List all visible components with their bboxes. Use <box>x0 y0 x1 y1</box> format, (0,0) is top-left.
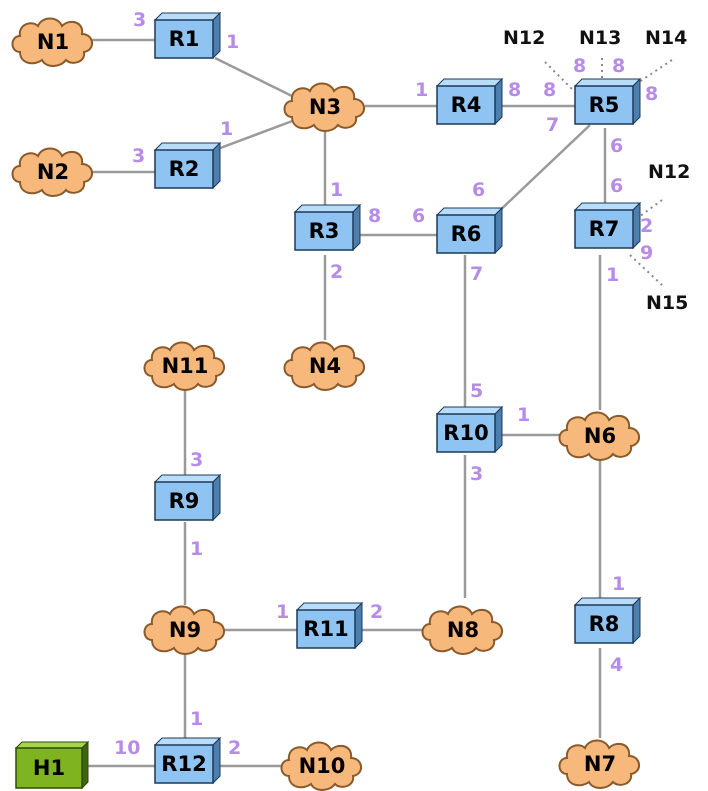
cost-r6-r10: 7 <box>470 263 483 285</box>
cost-r3-r6: 8 <box>368 205 381 227</box>
router-r6-label: R6 <box>451 222 482 246</box>
network-n4-cloud: N4 <box>283 341 366 391</box>
router-r11: R11 <box>295 601 364 650</box>
cost-r1-n3: 1 <box>226 31 239 53</box>
cost-r5-r7: 6 <box>610 135 623 157</box>
cost-r2-n3: 1 <box>220 118 233 140</box>
network-n11-cloud: N11 <box>143 341 226 391</box>
router-r6: R6 <box>435 206 504 255</box>
network-n7-cloud: N7 <box>558 739 641 789</box>
ext-network-n12-right: N12 <box>648 161 690 183</box>
network-n11-label: N11 <box>162 354 209 378</box>
network-n8-cloud: N8 <box>421 605 504 655</box>
router-r12: R12 <box>153 736 222 785</box>
host-h1-label: H1 <box>33 756 65 780</box>
router-r7-label: R7 <box>589 217 620 241</box>
cost-r3-n3: 1 <box>330 179 343 201</box>
external-network-labels: N12 N13 N14 N12 N15 <box>503 27 690 314</box>
ext-network-n13: N13 <box>579 27 621 49</box>
network-n9-cloud: N9 <box>143 605 226 655</box>
router-r2: R2 <box>153 141 222 190</box>
link-r1-n3 <box>214 56 301 102</box>
cost-r5-ext-n12: 8 <box>573 55 586 77</box>
cost-r5-r4: 8 <box>543 79 556 101</box>
router-r2-label: R2 <box>169 157 200 181</box>
cost-r7-n6: 1 <box>606 264 619 286</box>
ext-network-n12-top: N12 <box>503 27 545 49</box>
cost-r4-r5: 8 <box>508 79 521 101</box>
cost-r10-r6: 5 <box>470 380 483 402</box>
cost-r11-n9: 1 <box>276 601 289 623</box>
ext-network-n14: N14 <box>645 27 687 49</box>
network-n10-cloud: N10 <box>280 741 363 791</box>
cost-r6-r3: 6 <box>412 205 425 227</box>
cost-r9-n11: 3 <box>190 449 203 471</box>
cost-r10-n6: 1 <box>517 404 530 426</box>
cost-r3-n4: 2 <box>330 261 343 283</box>
cost-r12-h1: 10 <box>114 737 140 759</box>
router-r4-label: R4 <box>451 93 482 117</box>
network-n2-label: N2 <box>37 160 69 184</box>
cost-r2-n2: 3 <box>132 145 145 167</box>
host-h1: H1 <box>14 740 90 790</box>
cost-r12-n9: 1 <box>190 708 203 730</box>
link-r2-n3 <box>214 118 296 152</box>
network-n4-label: N4 <box>309 354 341 378</box>
router-r1: R1 <box>153 11 222 60</box>
network-n2-cloud: N2 <box>11 147 94 197</box>
router-r9: R9 <box>153 473 222 522</box>
router-r8: R8 <box>573 596 642 645</box>
router-r5: R5 <box>573 77 642 126</box>
cost-r8-n6: 1 <box>612 573 625 595</box>
ext-link-r7-n15 <box>629 254 663 286</box>
cost-r7-ext-n12: 2 <box>640 215 653 237</box>
network-n9-label: N9 <box>169 618 201 642</box>
cost-r7-ext-n15: 9 <box>640 242 653 264</box>
link-cost-labels: 3 1 3 1 1 1 8 8 8 6 2 7 6 6 6 7 5 1 1 3 … <box>114 9 658 759</box>
network-n1-cloud: N1 <box>11 17 94 67</box>
cost-r10-n8: 3 <box>470 463 483 485</box>
network-n6-cloud: N6 <box>558 411 641 461</box>
link-r5-r6 <box>494 124 591 216</box>
cost-r5-r6: 7 <box>546 114 559 136</box>
network-n7-label: N7 <box>584 752 616 776</box>
cost-r7-r5: 6 <box>610 175 623 197</box>
router-r11-label: R11 <box>303 617 348 641</box>
cost-r9-n9: 1 <box>190 538 203 560</box>
network-n8-label: N8 <box>447 618 479 642</box>
network-n3-cloud: N3 <box>283 82 366 133</box>
cost-r12-n10: 2 <box>228 737 241 759</box>
router-r8-label: R8 <box>589 612 620 636</box>
ext-link-r5-n12 <box>544 61 576 93</box>
ext-network-n15: N15 <box>646 292 688 314</box>
cost-r5-ext-n13: 8 <box>612 55 625 77</box>
network-n3-label: N3 <box>309 95 341 119</box>
router-r10-label: R10 <box>443 421 488 445</box>
cost-r11-n8: 2 <box>370 601 383 623</box>
cost-r5-ext-n14: 8 <box>645 83 658 105</box>
cost-r8-n7: 4 <box>610 654 623 676</box>
router-r3: R3 <box>293 203 362 252</box>
router-r10: R10 <box>435 405 504 454</box>
network-n10-label: N10 <box>299 754 346 778</box>
router-r5-label: R5 <box>589 93 620 117</box>
router-r4: R4 <box>435 77 504 126</box>
cost-r4-n3: 1 <box>415 79 428 101</box>
router-r3-label: R3 <box>309 219 340 243</box>
router-r9-label: R9 <box>169 489 200 513</box>
router-r12-label: R12 <box>161 752 206 776</box>
networks-layer: N1 N2 N3 N4 N6 N7 N8 N9 N10 N11 <box>11 17 641 791</box>
cost-r1-n1: 3 <box>133 9 146 31</box>
cost-r6-r5: 6 <box>472 179 485 201</box>
network-n6-label: N6 <box>584 424 616 448</box>
router-r1-label: R1 <box>169 27 200 51</box>
network-n1-label: N1 <box>37 30 69 54</box>
router-r7: R7 <box>573 201 642 250</box>
